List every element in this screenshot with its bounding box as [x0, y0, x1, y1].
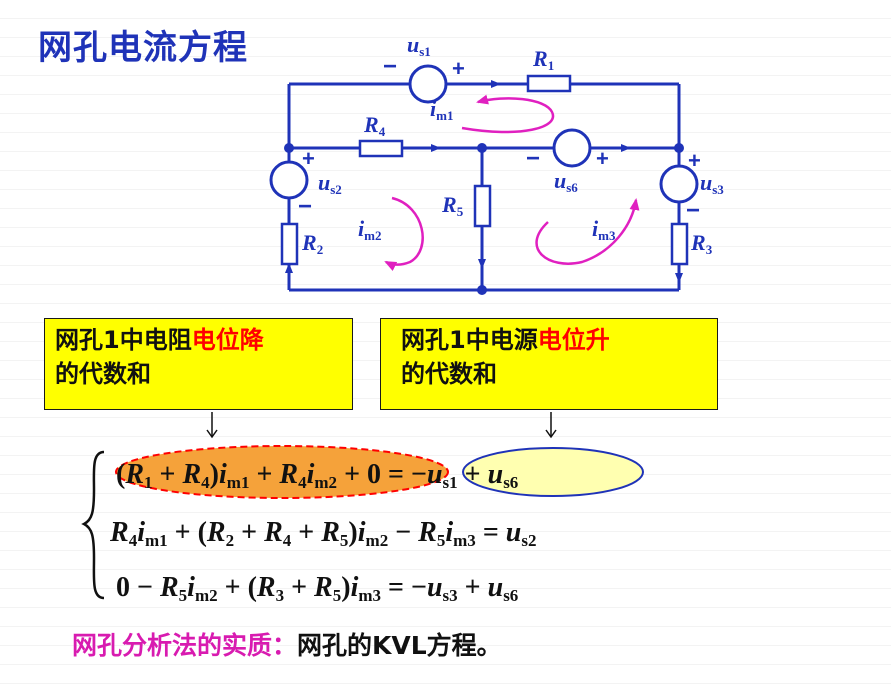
label-im2: im2 — [358, 216, 381, 243]
equation-brace — [81, 450, 105, 600]
us6-plus: + — [596, 146, 609, 171]
source-us6 — [552, 128, 592, 168]
label-r1: R1 — [532, 46, 554, 73]
equation-row-2: R4im1 + (R2 + R4 + R5)im2 − R5im3 = us2 — [109, 517, 536, 550]
note-left-red-text: 电位降 — [191, 326, 264, 354]
label-us1: us1 — [407, 32, 431, 59]
junction-dots — [284, 143, 684, 295]
footer-pink-text: 网孔分析法的实质： — [72, 631, 298, 660]
note-left-line2: 的代数和 — [55, 360, 151, 388]
branch-current-arrows — [285, 80, 683, 283]
label-us2: us2 — [318, 170, 342, 197]
note-left-line1: 网孔1中电阻电位降 — [55, 323, 342, 357]
highlight-source-terms — [462, 447, 644, 497]
note-right-black-text: 网孔1中电源 — [401, 326, 538, 354]
mesh-current-3-arrow — [535, 198, 640, 265]
footer-dark-text: 网孔的KVL方程。 — [297, 631, 502, 660]
note-resistor-voltage-drop: 网孔1中电阻电位降 的代数和 — [44, 318, 353, 410]
resistor-r1 — [526, 74, 572, 93]
mesh-current-2-arrow — [384, 196, 424, 271]
us2-minus: − — [298, 193, 312, 220]
note-right-line2: 的代数和 — [401, 360, 497, 388]
label-r4: R4 — [363, 112, 386, 139]
resistor-r2 — [280, 222, 299, 266]
label-im1: im1 — [430, 96, 453, 123]
note-source-voltage-rise: 网孔1中电源电位升 的代数和 — [380, 318, 718, 410]
resistor-r3 — [670, 222, 689, 266]
source-us1 — [408, 64, 448, 104]
label-us6: us6 — [554, 168, 578, 195]
label-us3: us3 — [700, 170, 724, 197]
us1-minus: − — [383, 53, 397, 80]
highlight-resistor-terms — [115, 445, 449, 499]
footer-conclusion: 网孔分析法的实质：网孔的KVL方程。 — [72, 626, 502, 662]
us3-plus: + — [688, 148, 701, 173]
slide-title: 网孔电流方程 — [38, 28, 248, 68]
source-us2 — [269, 160, 309, 200]
label-r2: R2 — [301, 230, 323, 257]
equation-row-3: 0 − R5im2 + (R3 + R5)im3 = −us3 + us6 — [116, 572, 518, 605]
resistor-r5 — [473, 184, 492, 228]
note-pointer-arrows — [206, 412, 557, 439]
mesh-current-1-arrow — [461, 94, 555, 134]
us1-plus: + — [452, 56, 465, 81]
note-left-black-text: 网孔1中电阻 — [55, 326, 192, 354]
resistor-r4 — [358, 139, 404, 158]
note-right-red-text: 电位升 — [537, 326, 610, 354]
label-im3: im3 — [592, 216, 616, 243]
source-us3 — [659, 164, 699, 204]
label-r5: R5 — [441, 192, 464, 219]
us2-plus: + — [302, 146, 315, 171]
label-r3: R3 — [690, 230, 713, 257]
us3-minus: − — [686, 197, 700, 224]
note-right-line1: 网孔1中电源电位升 — [401, 323, 707, 357]
us6-minus: − — [526, 145, 540, 172]
